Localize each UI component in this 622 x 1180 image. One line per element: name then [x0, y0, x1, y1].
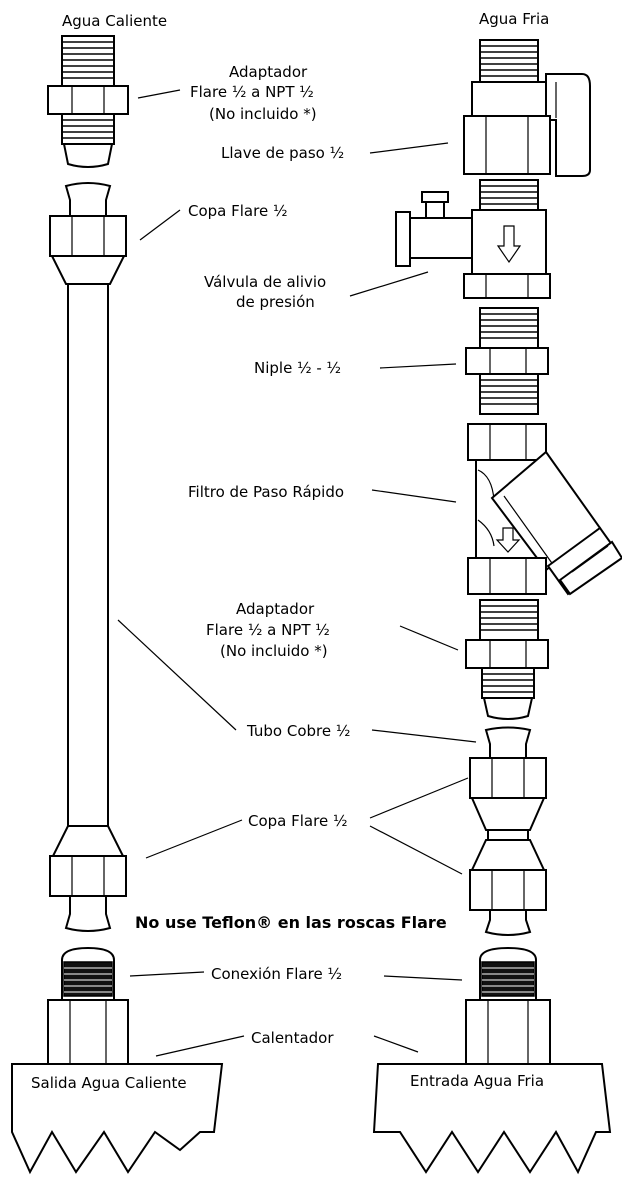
cold-flare-connection	[465, 946, 551, 1065]
cold-nipple	[465, 307, 549, 415]
label-entrada-agua-fria: Entrada Agua Fria	[410, 1072, 544, 1090]
cold-heater-inlet	[372, 1063, 612, 1175]
hot-water-title: Agua Caliente	[62, 12, 167, 30]
label-copa-flare-top: Copa Flare ½	[188, 202, 288, 220]
cold-mid-adapter	[465, 599, 549, 720]
label-conexion-flare: Conexión Flare ½	[211, 965, 342, 983]
label-adaptador-mid-1: Adaptador	[236, 600, 315, 618]
leader-lines	[117, 89, 477, 1057]
label-filtro: Filtro de Paso Rápido	[188, 483, 344, 501]
label-valvula-2: de presión	[236, 293, 315, 311]
cold-y-strainer-filter	[467, 423, 622, 596]
hot-flare-nut-bottom	[49, 825, 127, 932]
hot-flare-connection	[47, 946, 129, 1065]
cold-flare-assembly	[469, 726, 547, 936]
label-niple: Niple ½ - ½	[254, 359, 341, 377]
label-salida-agua-caliente: Salida Agua Caliente	[31, 1074, 187, 1092]
label-adaptador-mid-2: Flare ½ a NPT ½	[206, 621, 330, 639]
hot-heater-outlet	[11, 1063, 224, 1175]
cold-shutoff-valve	[463, 39, 591, 177]
warning-teflon: No use Teflon® en las roscas Flare	[135, 913, 447, 932]
label-tubo-cobre: Tubo Cobre ½	[246, 722, 350, 740]
cold-pressure-relief-valve	[395, 179, 551, 299]
hot-flare-nut-top	[49, 182, 127, 285]
hot-top-adapter	[47, 35, 129, 168]
label-adaptador-top-3: (No incluido *)	[209, 105, 317, 123]
label-calentador: Calentador	[251, 1029, 334, 1047]
label-adaptador-top-2: Flare ½ a NPT ½	[190, 83, 314, 101]
label-adaptador-mid-3: (No incluido *)	[220, 642, 328, 660]
label-valvula-1: Válvula de alivio	[204, 273, 326, 291]
label-llave-de-paso: Llave de paso ½	[221, 144, 344, 162]
label-copa-flare-bottom: Copa Flare ½	[248, 812, 348, 830]
cold-water-title: Agua Fria	[479, 10, 549, 28]
label-adaptador-top-1: Adaptador	[229, 63, 308, 81]
hot-copper-tube	[67, 283, 109, 827]
